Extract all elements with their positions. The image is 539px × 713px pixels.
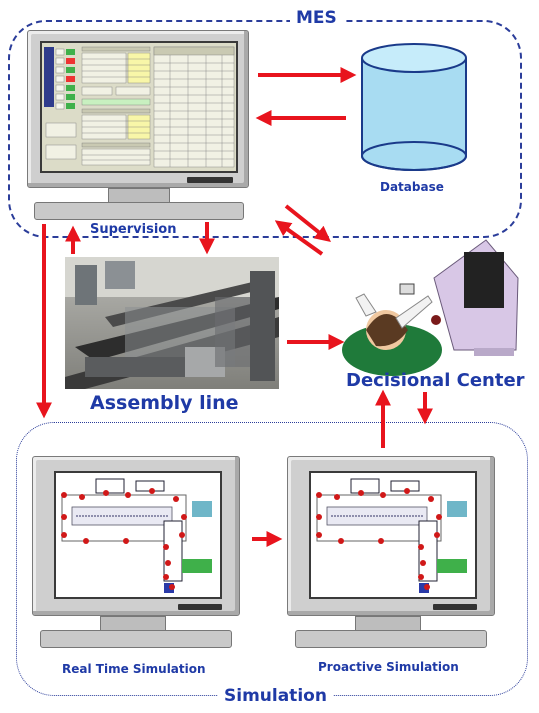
proactive-layout-drawing: [316, 478, 467, 593]
database-icon: [361, 43, 467, 171]
supervision-to-decision-arrow: [284, 204, 331, 242]
real-time-simulation-label: Real Time Simulation: [62, 662, 206, 676]
proactive-base: [295, 630, 487, 648]
supervision-label: Supervision: [90, 222, 177, 237]
proactive-simulation-screen: [309, 471, 477, 599]
real-time-simulation-monitor: [32, 456, 240, 616]
real-time-layout-drawing: [61, 478, 212, 593]
real-time-base: [40, 630, 232, 648]
decisional-center-label: Decisional Center: [346, 370, 525, 391]
supervision-panel: [42, 43, 236, 171]
mes-group-box: [8, 20, 522, 238]
proactive-simulation-label: Proactive Simulation: [318, 660, 459, 674]
database-label: Database: [380, 180, 444, 194]
supervision-monitor: [27, 30, 249, 188]
decisional-center-illustration: [342, 239, 519, 376]
assembly-line-photo: [65, 257, 279, 389]
supervision-base: [34, 202, 244, 220]
supervision-screen: [40, 41, 238, 173]
real-time-simulation-screen: [54, 471, 222, 599]
decision-to-supervision-arrow: [274, 220, 324, 256]
mes-group-title: MES: [290, 8, 343, 28]
simulation-group-title: Simulation: [218, 686, 333, 706]
proactive-simulation-monitor: [287, 456, 495, 616]
assembly-line-label: Assembly line: [90, 392, 239, 414]
